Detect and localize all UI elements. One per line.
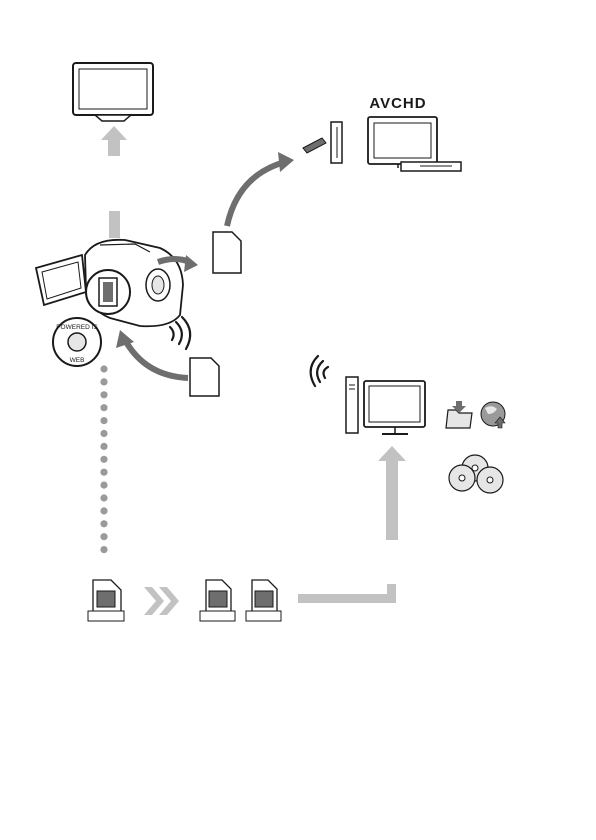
dot — [100, 417, 107, 424]
discs-icon — [449, 455, 503, 493]
dot — [100, 520, 107, 527]
pc-wireless-waves-icon — [311, 356, 328, 386]
dot — [100, 546, 107, 553]
globe-upload-icon — [481, 402, 505, 428]
badge-top-label: POWERED IS — [56, 324, 98, 331]
dot — [100, 482, 107, 489]
dot — [100, 430, 107, 437]
sd-card-icon-2 — [190, 358, 219, 396]
tv-icon — [73, 63, 153, 121]
dot — [100, 494, 107, 501]
avchd-logo: AVCHD — [369, 95, 426, 112]
arrow-card-to-recorder — [227, 152, 294, 226]
folder-download-icon — [446, 401, 472, 428]
convert-chevrons-icon — [144, 587, 179, 615]
dot — [100, 533, 107, 540]
arrow-up-to-computer — [378, 446, 406, 540]
connector-bar — [109, 211, 120, 238]
output-file-icon-2 — [246, 580, 281, 621]
badge-bottom-label: WEB — [70, 357, 85, 364]
computer-icon — [346, 377, 425, 434]
dot — [100, 443, 107, 450]
dot — [100, 456, 107, 463]
dot — [100, 365, 107, 372]
sd-card-icon — [213, 232, 241, 273]
dot — [100, 391, 107, 398]
arrow-card-to-camera — [116, 330, 188, 378]
connector-from-files — [298, 584, 396, 603]
dot — [100, 507, 107, 514]
wireless-dotted-line — [100, 365, 107, 553]
arrow-up-to-tv — [101, 126, 127, 156]
source-file-icon — [88, 580, 124, 621]
memory-card-reader-icon — [303, 122, 342, 163]
dot — [100, 404, 107, 411]
dot — [100, 469, 107, 476]
avchd-tv-icon — [368, 117, 461, 171]
dot — [100, 378, 107, 385]
output-file-icon-1 — [200, 580, 235, 621]
